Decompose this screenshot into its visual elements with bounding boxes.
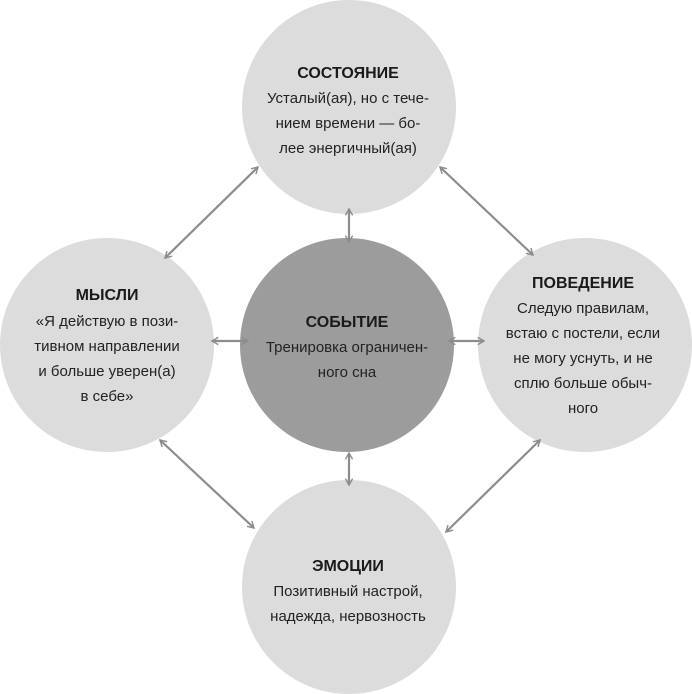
event-line-1: Тренировка ограничен- <box>266 339 428 356</box>
thoughts-line-1: «Я действую в пози- <box>36 313 178 330</box>
event-circle <box>240 238 454 452</box>
arrow-thoughts-emotions <box>158 439 256 529</box>
event-line-2: ного сна <box>318 364 377 381</box>
state-line-1: Усталый(ая), но с тече- <box>267 90 429 107</box>
thoughts-line-3: и больше уверен(а) <box>38 363 175 380</box>
thoughts-line-4: в себе» <box>81 388 134 405</box>
thoughts-line-2: тивном направлении <box>34 338 180 355</box>
behavior-line-3: не могу уснуть, и не <box>513 350 652 367</box>
state-line-3: лее энергичный(ая) <box>279 140 417 157</box>
event-title: СОБЫТИЕ <box>306 314 389 331</box>
arrow-state-behavior <box>438 166 535 256</box>
thoughts-title: МЫСЛИ <box>76 287 139 304</box>
behavior-line-1: Следую правилам, <box>517 300 649 317</box>
behavior-line-5: ного <box>568 400 598 417</box>
emotions-line-1: Позитивный настрой, <box>273 583 422 600</box>
state-line-2: нием времени — бо- <box>276 115 421 132</box>
state-circle <box>242 0 456 214</box>
arrow-state-thoughts <box>163 165 260 260</box>
emotions-line-2: надежда, нервозность <box>270 608 426 625</box>
behavior-title: ПОВЕДЕНИЕ <box>532 275 634 292</box>
behavior-line-4: сплю больше обыч- <box>514 375 652 392</box>
emotions-title: ЭМОЦИИ <box>312 558 384 575</box>
state-title: СОСТОЯНИЕ <box>297 65 399 82</box>
thoughts-circle <box>0 238 214 452</box>
behavior-line-2: встаю с постели, если <box>506 325 660 342</box>
arrow-behavior-emotions <box>444 438 542 534</box>
behavior-circle <box>478 238 692 452</box>
emotions-circle <box>242 480 456 694</box>
